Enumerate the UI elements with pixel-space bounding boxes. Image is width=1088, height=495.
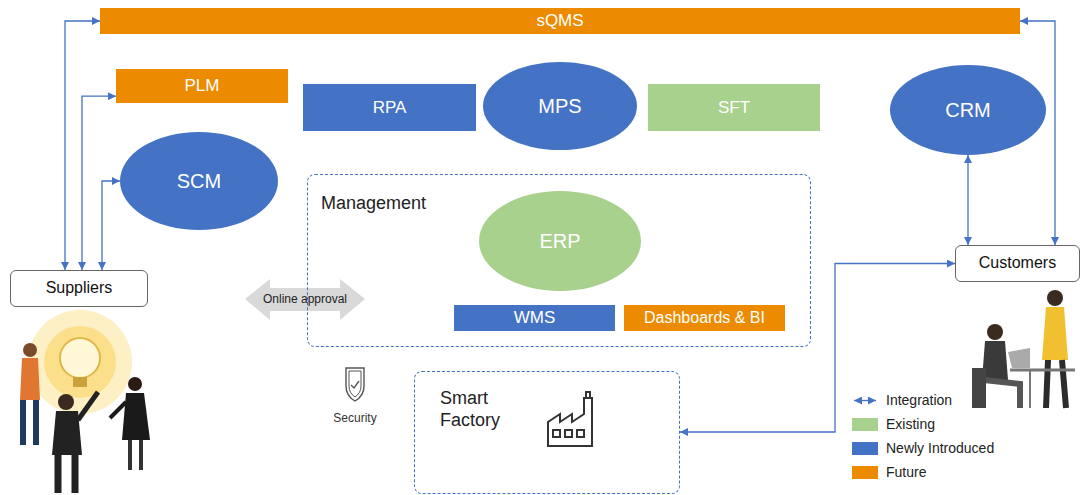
node-label: PLM — [185, 76, 220, 96]
legend-swatch — [852, 442, 878, 455]
security-icon — [346, 368, 364, 401]
node-label: WMS — [514, 308, 556, 328]
icon-label: Security — [333, 411, 376, 425]
legend-entry: Future — [852, 464, 926, 480]
ellipse-fill — [479, 191, 641, 291]
integration-connector — [967, 155, 968, 245]
integration-connector — [102, 181, 120, 270]
legend-line — [854, 399, 876, 400]
legend-text: Future — [886, 464, 926, 480]
system-box: PLM — [116, 69, 288, 103]
legend-text: Integration — [886, 392, 952, 408]
node-label: sQMS — [536, 11, 583, 31]
legend-text: Newly Introduced — [886, 440, 994, 456]
system-band: sQMS — [100, 8, 1020, 34]
group-heading: Smart Factory — [440, 388, 530, 431]
node-label: SFT — [718, 98, 750, 118]
group-heading: Management — [321, 193, 521, 215]
ellipse-fill — [890, 65, 1046, 155]
node-label: ERP — [539, 230, 580, 253]
system-ellipse: SCM — [120, 132, 278, 230]
node-label: Dashboards & BI — [644, 309, 765, 327]
node-label: CRM — [945, 99, 991, 122]
node-label: MPS — [538, 95, 581, 118]
idea-illustration — [20, 310, 150, 493]
system-ellipse: MPS — [483, 62, 637, 150]
factory-icon — [548, 392, 592, 446]
system-box: SFT — [648, 84, 820, 131]
legend-swatch — [852, 466, 878, 479]
team-illustration — [972, 290, 1075, 408]
node-label: RPA — [373, 98, 407, 118]
approval-arrow — [245, 279, 365, 320]
integration-connector — [82, 96, 116, 270]
party-box: Suppliers — [10, 270, 148, 307]
system-box: RPA — [303, 84, 476, 131]
node-label: Customers — [979, 254, 1056, 272]
arrow-label: Online approval — [263, 292, 347, 306]
legend-entry: Newly Introduced — [852, 440, 994, 456]
legend-arrow-sample — [852, 394, 878, 407]
legend-text: Existing — [886, 416, 935, 432]
integration-connector — [680, 264, 955, 433]
system-ellipse: ERP — [479, 191, 641, 291]
system-box: WMS — [454, 305, 615, 331]
party-box: Customers — [955, 245, 1080, 282]
factory-group: Smart Factory — [414, 371, 680, 494]
legend-entry: Existing — [852, 416, 935, 432]
ellipse-fill — [483, 62, 637, 150]
ellipse-fill — [120, 132, 278, 230]
legend-swatch — [852, 418, 878, 431]
system-ellipse: CRM — [890, 65, 1046, 155]
management-group: ManagementERP WMS Dashboards & BI — [307, 174, 811, 347]
system-box: Dashboards & BI — [624, 305, 785, 331]
legend-entry: Integration — [852, 392, 952, 408]
node-label: Suppliers — [46, 279, 113, 297]
node-label: SCM — [177, 170, 221, 193]
